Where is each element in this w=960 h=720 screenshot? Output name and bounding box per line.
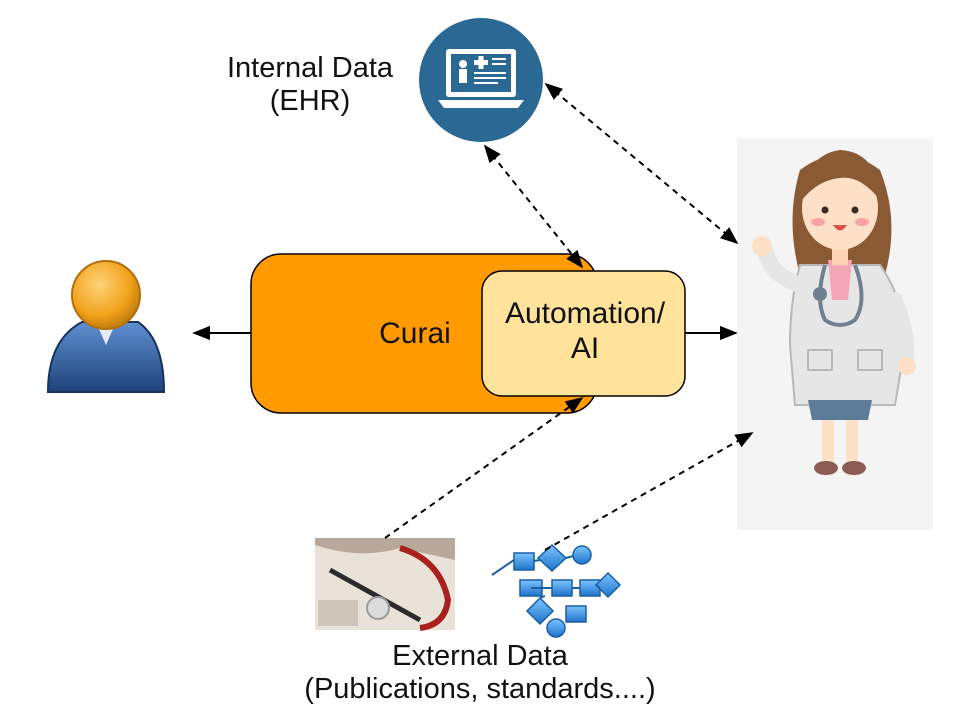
internal-data-label: Internal Data (EHR) <box>205 52 415 119</box>
publications-to-ai-dashed-arrow <box>384 396 584 539</box>
internal-data-title: Internal Data <box>226 52 394 84</box>
external-data-title: External Data <box>392 640 568 672</box>
ehr-laptop-icon <box>419 18 543 142</box>
ehr-ai-dashed-arrow <box>483 144 584 269</box>
patient-icon <box>46 260 166 393</box>
ehr-doctor-dashed-arrow <box>544 82 739 245</box>
external-data-label: External Data (Publications, standards..… <box>250 640 710 707</box>
doctor-illustration <box>752 150 916 475</box>
flowchart-to-doctor-dashed-arrow <box>544 432 754 551</box>
automation-line1: Automation/ <box>504 297 666 330</box>
curai-label: Curai <box>379 317 451 350</box>
publications-photo <box>315 538 455 631</box>
external-data-subtitle: (Publications, standards....) <box>304 673 656 706</box>
flowchart-icon <box>491 543 622 638</box>
automation-label: Automation/ AI <box>485 297 685 366</box>
internal-data-subtitle: (EHR) <box>269 85 351 118</box>
automation-line2: AI <box>570 331 600 365</box>
